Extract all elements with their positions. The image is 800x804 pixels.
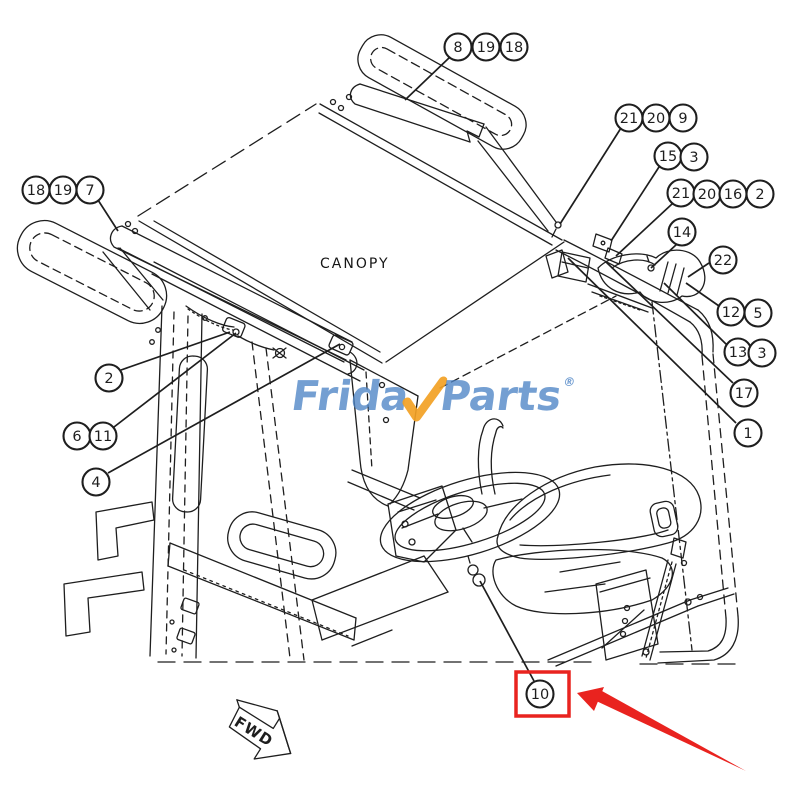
front-left-post bbox=[63, 305, 305, 661]
callout-number: 20 bbox=[647, 111, 665, 127]
canopy-title: CANOPY bbox=[320, 256, 390, 272]
callout-number: 9 bbox=[678, 111, 687, 127]
callout-balloon-18 bbox=[499, 32, 529, 62]
callout-number: 19 bbox=[54, 183, 72, 199]
leader-line bbox=[113, 332, 237, 428]
left-handle bbox=[16, 219, 168, 325]
callout-number: 8 bbox=[453, 40, 462, 56]
callout-balloon-10 bbox=[525, 679, 555, 709]
callout-number: 21 bbox=[620, 111, 638, 127]
front-latch-parts bbox=[185, 305, 358, 375]
callout-number: 19 bbox=[477, 40, 495, 56]
leader-line bbox=[605, 261, 734, 384]
callout-number: 3 bbox=[757, 346, 766, 362]
callout-number: 7 bbox=[85, 183, 94, 199]
leader-line bbox=[615, 203, 673, 257]
seat bbox=[467, 463, 702, 615]
callout-number: 2 bbox=[104, 371, 113, 387]
callout-balloon-9 bbox=[668, 103, 698, 133]
leader-line bbox=[650, 243, 678, 269]
highlight-arrow-head bbox=[577, 687, 604, 711]
leader-line bbox=[120, 331, 231, 371]
callout-number: 21 bbox=[672, 186, 690, 202]
front-right-post bbox=[349, 359, 419, 507]
callout-number: 11 bbox=[94, 429, 112, 445]
roof bbox=[124, 93, 617, 389]
callout-number: 18 bbox=[27, 183, 45, 199]
rear-beam-and-post bbox=[555, 239, 739, 664]
highlight-arrow-shaft bbox=[592, 691, 746, 771]
seat-frame bbox=[547, 559, 735, 667]
callout-number: 17 bbox=[735, 386, 753, 402]
leader-line bbox=[479, 580, 535, 682]
callout-balloon-1 bbox=[733, 418, 763, 448]
leader-line bbox=[107, 343, 341, 474]
left-side-panel bbox=[167, 511, 449, 653]
callout-balloon-3 bbox=[747, 338, 777, 368]
callout-number: 12 bbox=[722, 305, 740, 321]
callout-number: 18 bbox=[505, 40, 523, 56]
callout-number: 5 bbox=[753, 306, 762, 322]
fwd-arrow: FWD bbox=[228, 699, 292, 760]
callout-number: 10 bbox=[531, 687, 549, 703]
leader-line bbox=[685, 282, 720, 307]
callout-balloon-2 bbox=[745, 179, 775, 209]
leader-line bbox=[687, 262, 710, 278]
leader-line bbox=[610, 166, 660, 242]
leader-line bbox=[663, 282, 728, 346]
callout-balloon-4 bbox=[81, 467, 111, 497]
floor-line bbox=[157, 661, 745, 665]
callout-number: 14 bbox=[673, 225, 691, 241]
front-rail bbox=[109, 225, 365, 382]
callout-balloon-5 bbox=[743, 298, 773, 328]
console-and-steering bbox=[347, 418, 561, 563]
leader-line bbox=[559, 127, 622, 225]
callout-number: 3 bbox=[689, 150, 698, 166]
callout-balloon-22 bbox=[708, 245, 738, 275]
leader-line bbox=[404, 56, 451, 101]
callout-balloon-17 bbox=[729, 378, 759, 408]
callout-balloon-7 bbox=[75, 175, 105, 205]
highlight-box bbox=[514, 670, 571, 718]
callout-number: 1 bbox=[743, 426, 752, 442]
callout-balloon-2 bbox=[94, 363, 124, 393]
callout-balloon-14 bbox=[667, 217, 697, 247]
leader-line bbox=[567, 257, 737, 424]
callout-number: 20 bbox=[698, 187, 716, 203]
callout-number: 6 bbox=[72, 429, 81, 445]
mirror-assembly bbox=[545, 221, 706, 313]
callout-number: 16 bbox=[724, 187, 742, 203]
callout-number: 13 bbox=[729, 345, 747, 361]
callout-balloon-11 bbox=[88, 421, 118, 451]
callout-number: 4 bbox=[91, 475, 100, 491]
callout-number: 15 bbox=[659, 149, 677, 165]
leader-line bbox=[97, 199, 119, 232]
top-handle bbox=[349, 34, 557, 232]
callout-number: 2 bbox=[755, 187, 764, 203]
callout-balloon-3 bbox=[679, 142, 709, 172]
callout-number: 22 bbox=[714, 253, 732, 269]
